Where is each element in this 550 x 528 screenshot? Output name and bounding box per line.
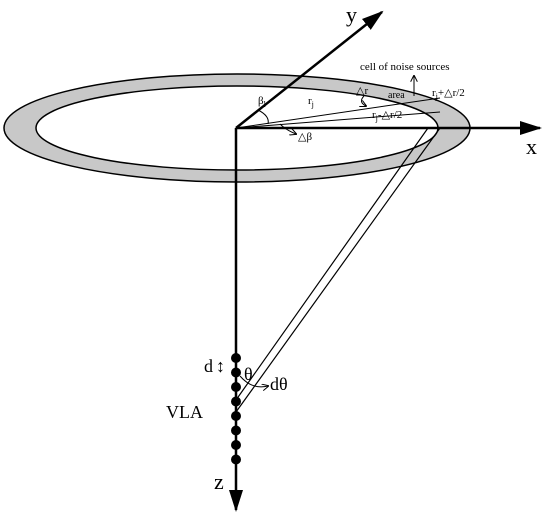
d-arrow-label: ↕ <box>216 356 225 376</box>
r-plus-label: rj+△r/2 <box>432 87 465 101</box>
hydrophone-8 <box>231 454 241 465</box>
r-plus-sub: j <box>435 92 438 101</box>
hydrophone-4 <box>231 396 241 407</box>
cell-of-noise-sources-label: cell of noise sources <box>360 61 450 73</box>
delta-beta-arrow <box>279 123 296 134</box>
z-axis-label: z <box>214 469 224 494</box>
radial-line-inner <box>235 111 441 129</box>
r-minus-tail: -△r/2 <box>378 109 402 121</box>
hydrophone-6 <box>231 425 241 436</box>
r-minus-label: rj-△r/2 <box>372 109 402 123</box>
y-axis-label: y <box>346 2 357 27</box>
x-axis-label: x <box>526 134 537 159</box>
hydrophone-1 <box>231 353 241 363</box>
d-theta-arrow <box>239 375 268 387</box>
beta-l-label: βl <box>258 95 267 109</box>
hydrophone-2 <box>231 367 241 378</box>
hydrophone-7 <box>231 440 241 450</box>
theta-label: θ <box>244 364 253 384</box>
vla-label: VLA <box>166 402 203 422</box>
y-axis <box>235 10 384 129</box>
r-j-label: rj <box>308 95 314 109</box>
r-minus-sub: j <box>375 114 378 123</box>
beta-l-sub: l <box>264 100 267 109</box>
hydrophone-3 <box>231 382 241 392</box>
delta-r-arrow <box>361 95 366 106</box>
r-plus-main: r <box>432 87 436 99</box>
delta-r-label: △r <box>356 85 368 97</box>
r-plus-tail: +△r/2 <box>438 87 465 99</box>
r-minus-main: r <box>372 109 376 121</box>
cone-line-outer <box>235 127 441 413</box>
area-label: area <box>388 90 405 101</box>
r-j-sub: j <box>311 100 314 109</box>
r-j-main: r <box>308 95 312 107</box>
vla-hydrophones <box>231 353 241 465</box>
d-label: d <box>204 356 213 376</box>
d-theta-label: dθ <box>270 374 288 394</box>
beta-angle-arc <box>257 109 269 125</box>
hydrophone-5 <box>231 411 241 421</box>
cone-line-inner <box>235 127 429 401</box>
delta-beta-label: △β <box>298 131 312 143</box>
beta-l-main: β <box>258 95 264 107</box>
radial-line-outer <box>235 97 441 129</box>
